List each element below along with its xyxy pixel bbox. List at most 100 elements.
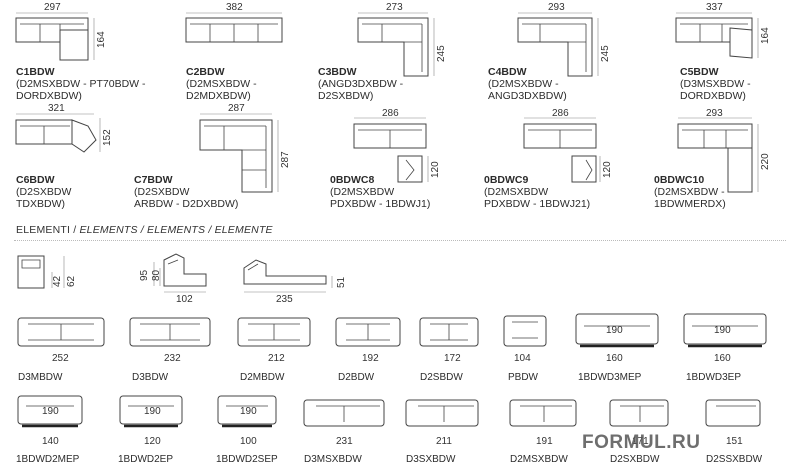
composition-c5-drawing bbox=[675, 12, 759, 59]
c2-width: 382 bbox=[226, 2, 243, 13]
bed-height: 51 bbox=[336, 276, 347, 288]
c3-width: 273 bbox=[386, 2, 403, 13]
element-label: D3MBDW bbox=[18, 372, 63, 383]
composition-c8: 0BDWC8 (D2MSXBDW PDXBDW - 1BDWJ1) bbox=[330, 174, 430, 210]
section-title-other: ELEMENTS / ELEMENTS / ELEMENTE bbox=[79, 224, 273, 236]
composition-code: C6BDW bbox=[16, 174, 55, 186]
composition-c3-drawing bbox=[357, 12, 435, 77]
composition-c6: C6BDW (D2SXBDW TDXBDW) bbox=[16, 174, 71, 210]
sofa-bed-profile bbox=[243, 259, 333, 293]
composition-c4-drawing bbox=[517, 12, 599, 77]
composition-code: 0BDWC9 bbox=[484, 174, 529, 186]
c9-width: 286 bbox=[552, 108, 569, 119]
bed-length: 235 bbox=[276, 294, 293, 305]
sofa-bed-d3ep bbox=[683, 313, 767, 348]
element-label: 1BDWD2SEP bbox=[216, 454, 278, 465]
c6-depth: 152 bbox=[102, 129, 113, 146]
composition-code: C2BDW bbox=[186, 66, 225, 78]
armrest-height-1: 42 bbox=[52, 275, 63, 287]
sofa-bed-d2sep bbox=[217, 395, 277, 428]
element-label: 1BDWD2MEP bbox=[16, 454, 80, 465]
d2mep-inner: 190 bbox=[42, 406, 59, 417]
c10-width: 293 bbox=[706, 108, 723, 119]
d3mep-width: 160 bbox=[606, 353, 623, 364]
composition-c1: C1BDW (D2MSXBDW - PT70BDW - DORDXBDW) bbox=[16, 66, 146, 102]
c6-width: 321 bbox=[48, 103, 65, 114]
sofa-front-d2sbdw bbox=[419, 317, 479, 347]
element-label: PBDW bbox=[508, 372, 538, 383]
seat-back-height: 80 bbox=[151, 269, 162, 281]
c5-depth: 164 bbox=[760, 27, 771, 44]
composition-desc: DORDXBDW) bbox=[16, 90, 82, 102]
composition-c9: 0BDWC9 (D2MSXBDW PDXBDW - 1BDWJ21) bbox=[484, 174, 590, 210]
composition-desc: ARBDW - D2DXBDW) bbox=[134, 198, 239, 210]
element-label: 1BDWD2EP bbox=[118, 454, 174, 465]
element-label: D2MSXBDW bbox=[510, 454, 568, 465]
composition-code: C7BDW bbox=[134, 174, 173, 186]
composition-desc: (D2MSXBDW bbox=[484, 186, 549, 198]
sofa-bed-d2ep bbox=[119, 395, 183, 428]
c7-depth: 287 bbox=[280, 151, 291, 168]
d2msxbdw-width: 191 bbox=[536, 436, 553, 447]
element-label: D2MBDW bbox=[240, 372, 285, 383]
composition-desc: (D2MSXBDW - bbox=[186, 78, 257, 90]
sofa-front-d3mbdw bbox=[17, 317, 105, 347]
composition-c2-drawing bbox=[185, 12, 283, 43]
section-title-it: ELEMENTI / bbox=[16, 224, 80, 236]
composition-desc: TDXBDW) bbox=[16, 198, 65, 210]
composition-c5: C5BDW (D3MSXBDW - DORDXBDW) bbox=[680, 66, 751, 102]
sofa-bed-d2mep bbox=[17, 395, 83, 428]
armrest-profile bbox=[17, 255, 65, 289]
element-label: D3BDW bbox=[132, 372, 169, 383]
composition-desc: (D2MSXBDW - PT70BDW - bbox=[16, 78, 146, 90]
d3ep-inner: 190 bbox=[714, 325, 731, 336]
d2mbdw-width: 212 bbox=[268, 353, 285, 364]
composition-code: C5BDW bbox=[680, 66, 719, 78]
composition-code: C3BDW bbox=[318, 66, 357, 78]
d3sxbdw-width: 211 bbox=[436, 436, 452, 447]
c5-width: 337 bbox=[706, 2, 723, 13]
sofa-front-d3bdw bbox=[129, 317, 211, 347]
composition-desc: D2MDXBDW) bbox=[186, 90, 251, 102]
elements-row2-drawing bbox=[17, 395, 761, 428]
c8-width: 286 bbox=[382, 108, 399, 119]
composition-c2: C2BDW (D2MSXBDW - D2MDXBDW) bbox=[186, 66, 257, 102]
element-label: D3MSXBDW bbox=[304, 454, 362, 465]
composition-c8-drawing bbox=[353, 117, 429, 183]
sofa-depth: 102 bbox=[176, 294, 193, 305]
composition-c10: 0BDWC10 (D2MSXBDW - 1BDWMERDX) bbox=[654, 174, 726, 210]
side-profiles-drawing bbox=[17, 253, 333, 293]
composition-c4: C4BDW (D2MSXBDW - ANGD3DXBDW) bbox=[488, 66, 567, 102]
back-height: 95 bbox=[139, 269, 150, 281]
composition-desc: PDXBDW - 1BDWJ1) bbox=[330, 198, 431, 210]
sofa-front-pbdw bbox=[503, 315, 547, 347]
d3ep-width: 160 bbox=[714, 353, 731, 364]
composition-desc: 1BDWMERDX) bbox=[654, 198, 726, 210]
d2sbdw-width: 172 bbox=[444, 353, 461, 364]
composition-desc: PDXBDW - 1BDWJ21) bbox=[484, 198, 591, 210]
element-label: 1BDWD3EP bbox=[686, 372, 742, 383]
d3mbdw-width: 252 bbox=[52, 353, 69, 364]
section-title: ELEMENTI / ELEMENTS / ELEMENTS / ELEMENT… bbox=[16, 224, 273, 236]
sofa-front-d2ssxbdw bbox=[705, 399, 761, 427]
c7-width: 287 bbox=[228, 103, 245, 114]
composition-c9-drawing bbox=[523, 117, 601, 183]
composition-code: C4BDW bbox=[488, 66, 527, 78]
sofa-front-d3msxbdw bbox=[303, 399, 385, 427]
d3bdw-width: 232 bbox=[164, 353, 181, 364]
c3-depth: 245 bbox=[436, 45, 447, 62]
c1-depth: 164 bbox=[96, 31, 107, 48]
element-label: D2SSXBDW bbox=[706, 454, 763, 465]
c10-depth: 220 bbox=[760, 153, 771, 170]
watermark: FORMUL.RU bbox=[582, 432, 701, 453]
d2sxbdw-width: 171 bbox=[632, 436, 649, 447]
element-label: 1BDWD3MEP bbox=[578, 372, 642, 383]
d2ssxbdw-width: 151 bbox=[726, 436, 743, 447]
composition-desc: (D2MSXBDW bbox=[330, 186, 395, 198]
armrest-height-2: 62 bbox=[66, 275, 77, 287]
elements-row1-drawing bbox=[17, 313, 767, 348]
d2sep-width: 100 bbox=[240, 436, 257, 447]
composition-code: C1BDW bbox=[16, 66, 55, 78]
d3msxbdw-width: 231 bbox=[336, 436, 353, 447]
sofa-front-d2bdw bbox=[335, 317, 401, 347]
